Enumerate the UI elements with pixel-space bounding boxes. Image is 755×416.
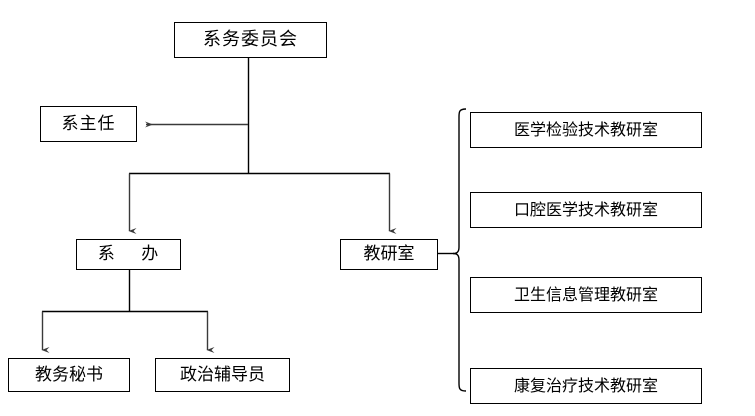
node-department-0-label: 医学检验技术教研室 bbox=[513, 120, 658, 139]
node-dean-label: 系主任 bbox=[61, 113, 116, 134]
node-department-1[interactable]: 口腔医学技术教研室 bbox=[470, 192, 702, 228]
node-teaching-offices[interactable]: 教研室 bbox=[340, 239, 438, 270]
node-political-counselor[interactable]: 政治辅导员 bbox=[155, 358, 290, 392]
node-office-label: 系 办 bbox=[97, 244, 160, 264]
node-department-3-label: 康复治疗技术教研室 bbox=[513, 376, 658, 395]
node-academic-secretary-label: 教务秘书 bbox=[35, 364, 103, 385]
node-committee[interactable]: 系务委员会 bbox=[174, 22, 327, 58]
node-office[interactable]: 系 办 bbox=[76, 239, 181, 270]
node-department-2[interactable]: 卫生信息管理教研室 bbox=[470, 277, 702, 313]
node-political-counselor-label: 政治辅导员 bbox=[180, 364, 265, 385]
node-dean[interactable]: 系主任 bbox=[40, 106, 137, 142]
node-department-1-label: 口腔医学技术教研室 bbox=[513, 200, 658, 219]
node-department-0[interactable]: 医学检验技术教研室 bbox=[470, 112, 702, 148]
department-group-bracket bbox=[452, 108, 467, 392]
node-academic-secretary[interactable]: 教务秘书 bbox=[8, 358, 130, 392]
node-committee-label: 系务委员会 bbox=[203, 29, 298, 50]
node-teaching-offices-label: 教研室 bbox=[363, 244, 415, 264]
node-department-3[interactable]: 康复治疗技术教研室 bbox=[470, 368, 702, 404]
node-department-2-label: 卫生信息管理教研室 bbox=[513, 285, 658, 304]
